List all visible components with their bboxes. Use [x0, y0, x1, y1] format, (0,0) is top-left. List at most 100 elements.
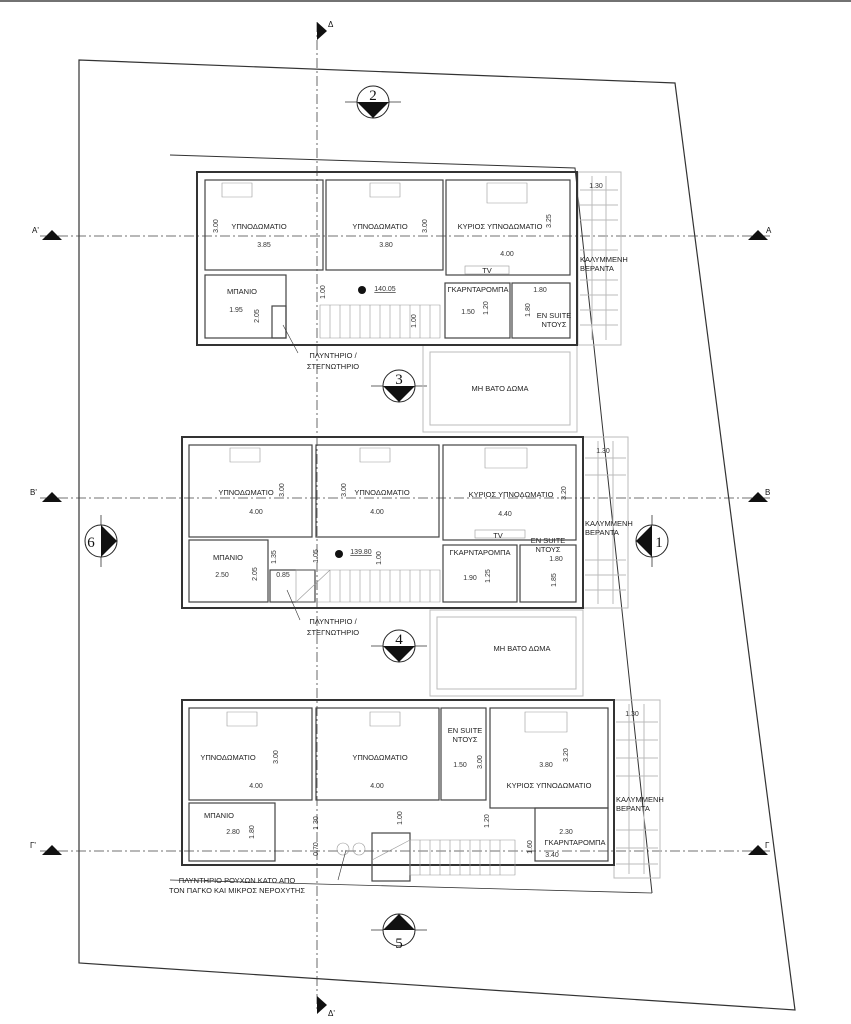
elevation-marker-1: 1	[635, 515, 669, 567]
room-label: ΜΠΑΝΙΟ	[204, 811, 234, 820]
room-label: ΜΠΑΝΙΟ	[227, 287, 257, 296]
room-label: ΥΠΝΟΔΩΜΑΤΙΟ	[352, 222, 407, 231]
roof-area-1: ΜΗ ΒΑΤΟ ΔΩΜΑ	[422, 344, 578, 433]
dimension: 1.00	[411, 314, 418, 328]
room-label: EN SUITE	[531, 536, 566, 545]
veranda-label: ΒΕΡΑΝΤΑ	[580, 264, 614, 273]
dimension: 1.20	[483, 301, 490, 315]
dimension: 3.00	[273, 750, 280, 764]
tv-label: TV	[493, 531, 503, 540]
section-marker-icon	[748, 230, 768, 240]
dimension: 1.00	[320, 285, 327, 299]
floor-level: 140.05	[374, 286, 396, 293]
dimension: 1.50	[461, 309, 475, 316]
dimension: 2.05	[252, 567, 259, 581]
roof-label: ΜΗ ΒΑΤΟ ΔΩΜΑ	[471, 384, 528, 393]
elevation-number: 4	[395, 632, 403, 648]
room-label: ΝΤΟΥΣ	[452, 735, 477, 744]
dimension: 1.20	[484, 814, 491, 828]
room-label: ΓΚΑΡΝΤΑΡΟΜΠΑ	[544, 838, 605, 847]
dimension: 4.00	[249, 783, 263, 790]
room-label: ΥΠΝΟΔΩΜΑΤΙΟ	[352, 753, 407, 762]
roof-label: ΜΗ ΒΑΤΟ ΔΩΜΑ	[493, 644, 550, 653]
section-marker-icon	[748, 492, 768, 502]
room-label: ΓΚΑΡΝΤΑΡΟΜΠΑ	[447, 285, 508, 294]
site-boundary	[78, 59, 796, 1011]
dimension: 1.60	[527, 840, 534, 854]
floor-plan-level-1: 140.05 ΥΠΝΟΔΩΜΑΤΙΟ ΥΠΝΟΔΩΜΑΤΙΟ ΚΥΡΙΟΣ ΥΠ…	[196, 171, 628, 371]
section-marker-icon	[317, 996, 327, 1014]
room-label: ΥΠΝΟΔΩΜΑΤΙΟ	[231, 222, 286, 231]
veranda-label: ΚΑΛΥΜΜΕΝΗ	[580, 255, 628, 264]
section-marker-icon	[42, 230, 62, 240]
dimension: 4.00	[370, 509, 384, 516]
elevation-number: 1	[655, 535, 663, 551]
annotation: ΤΟΝ ΠΑΓΚΟ ΚΑΙ ΜΙΚΡΟΣ ΝΕΡΟΧΥΤΗΣ	[169, 886, 305, 895]
annotation: ΣΤΕΓΝΩΤΗΡΙΟ	[307, 628, 359, 637]
floor-plan-level-3: ΥΠΝΟΔΩΜΑΤΙΟ ΥΠΝΟΔΩΜΑΤΙΟ ΚΥΡΙΟΣ ΥΠΝΟΔΩΜΑΤ…	[169, 699, 664, 895]
axis-label: Β'	[30, 488, 37, 497]
dimension: 2.80	[226, 829, 240, 836]
dimension: 3.00	[341, 483, 348, 497]
dimension: 1.80	[549, 556, 563, 563]
dimension: 2.50	[215, 572, 229, 579]
dimension: 3.00	[279, 483, 286, 497]
elevation-marker-4: 4	[371, 629, 427, 663]
room-label: ΚΥΡΙΟΣ ΥΠΝΟΔΩΜΑΤΙΟ	[469, 490, 554, 499]
elevation-number: 2	[369, 88, 377, 104]
elevation-marker-6: 6	[84, 515, 118, 567]
veranda-label: ΒΕΡΑΝΤΑ	[585, 528, 619, 537]
annotation: ΣΤΕΓΝΩΤΗΡΙΟ	[307, 362, 359, 371]
axis-markers: Α' Α Β' Β Γ' Γ Δ Δ'	[30, 20, 772, 1018]
veranda-label: ΚΑΛΥΜΜΕΝΗ	[616, 795, 664, 804]
dimension: 3.40	[545, 852, 559, 859]
dimension: 1.90	[463, 575, 477, 582]
room-label: ΥΠΝΟΔΩΜΑΤΙΟ	[354, 488, 409, 497]
room-label: ΝΤΟΥΣ	[541, 320, 566, 329]
axis-label: Α'	[32, 226, 39, 235]
floor-plan-level-2: 139.80 ΥΠΝΟΔΩΜΑΤΙΟ ΥΠΝΟΔΩΜΑΤΙΟ ΚΥΡΙΟΣ ΥΠ…	[181, 436, 633, 637]
axis-label: Γ	[765, 841, 770, 850]
section-marker-icon	[748, 845, 768, 855]
dimension: 1.50	[453, 762, 467, 769]
room-label: ΝΤΟΥΣ	[535, 545, 560, 554]
annotation: ΠΛΥΝΤΗΡΙΟ /	[309, 617, 357, 626]
room-label: EN SUITE	[537, 311, 572, 320]
veranda-label: ΒΕΡΑΝΤΑ	[616, 804, 650, 813]
elevation-number: 3	[395, 372, 403, 388]
axis-label: Δ'	[328, 1009, 335, 1018]
dimension: 1.30	[313, 816, 320, 830]
dimension: 3.20	[561, 486, 568, 500]
level-marker-icon	[358, 286, 366, 294]
dimension: 3.85	[257, 242, 271, 249]
axis-label: Δ	[328, 20, 334, 29]
axis-label: Β	[765, 488, 770, 497]
dimension: 4.00	[370, 783, 384, 790]
room-label: ΚΥΡΙΟΣ ΥΠΝΟΔΩΜΑΤΙΟ	[507, 781, 592, 790]
dimension: 1.30	[625, 711, 639, 718]
dimension: 4.00	[500, 251, 514, 258]
dimension: 1.30	[589, 183, 603, 190]
veranda-label: ΚΑΛΥΜΜΕΝΗ	[585, 519, 633, 528]
roof-area-2: ΜΗ ΒΑΤΟ ΔΩΜΑ	[429, 609, 584, 697]
elevation-marker-3: 3	[371, 369, 427, 403]
floor-level: 139.80	[350, 549, 372, 556]
annotation: ΠΛΥΝΤΗΡΙΟ ΡΟΥΧΩΝ ΚΑΤΩ ΑΠΟ	[179, 876, 296, 885]
axis-label: Α	[766, 226, 772, 235]
section-marker-icon	[42, 492, 62, 502]
room-label: ΥΠΝΟΔΩΜΑΤΙΟ	[218, 488, 273, 497]
dimension: 1.80	[533, 287, 547, 294]
dimension: 3.80	[539, 762, 553, 769]
dimension: 1.00	[376, 551, 383, 565]
dimension: 1.85	[551, 573, 558, 587]
dimension: 3.00	[422, 219, 429, 233]
room-label: ΜΠΑΝΙΟ	[213, 553, 243, 562]
dimension: 0.85	[276, 572, 290, 579]
axis-label: Γ'	[30, 841, 36, 850]
building-line-bottom	[169, 879, 653, 894]
dimension: 2.05	[254, 309, 261, 323]
annotation: ΠΛΥΝΤΗΡΙΟ /	[309, 351, 357, 360]
dimension: 1.05	[313, 549, 320, 563]
level-marker-icon	[335, 550, 343, 558]
